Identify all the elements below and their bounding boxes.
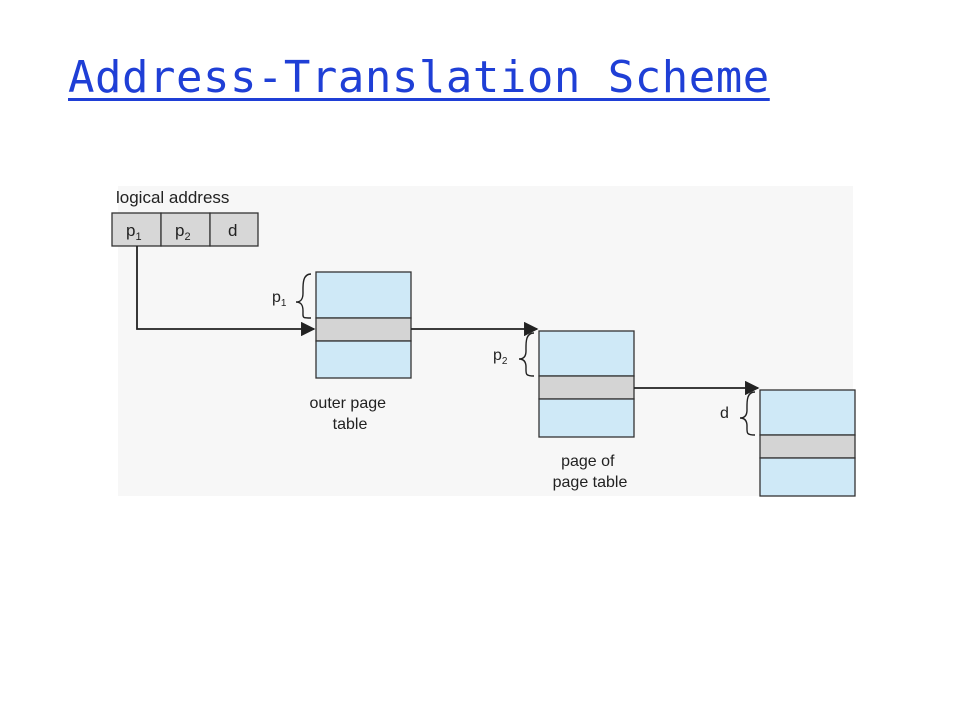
- outer-page-table: [315, 271, 412, 379]
- logical-address-label: logical address: [116, 188, 229, 207]
- memory-page-bottom: [759, 457, 856, 497]
- field-p2-label: p2: [175, 221, 191, 243]
- field-p1-label: p1: [126, 221, 142, 243]
- field-d-label: d: [228, 221, 237, 240]
- field-d-box: [209, 212, 259, 247]
- page-table-label: page of page table: [553, 453, 628, 491]
- arrow-p1-to-outer-table: [136, 246, 316, 337]
- slide-title: Address-Translation Scheme: [68, 52, 770, 103]
- memory-page-top: [759, 389, 856, 436]
- brace-p1-label: p1: [272, 289, 287, 309]
- brace-d: [739, 391, 756, 436]
- logical-address-fields: p1 p2 d: [111, 212, 259, 247]
- brace-d-label: d: [720, 405, 729, 422]
- page-of-page-table: [538, 330, 635, 438]
- outer-table-top: [315, 271, 412, 319]
- memory-page: [759, 389, 856, 497]
- memory-page-selected-entry: [759, 434, 856, 459]
- page-table-top: [538, 330, 635, 377]
- outer-table-selected-entry: [315, 317, 412, 342]
- outer-table-label: outer page table: [310, 395, 391, 433]
- page-table-selected-entry: [538, 375, 635, 400]
- page-table-bottom: [538, 398, 635, 438]
- brace-p2-label: p2: [493, 347, 508, 367]
- outer-table-bottom: [315, 340, 412, 379]
- brace-p2: [518, 332, 535, 377]
- brace-p1: [295, 273, 312, 319]
